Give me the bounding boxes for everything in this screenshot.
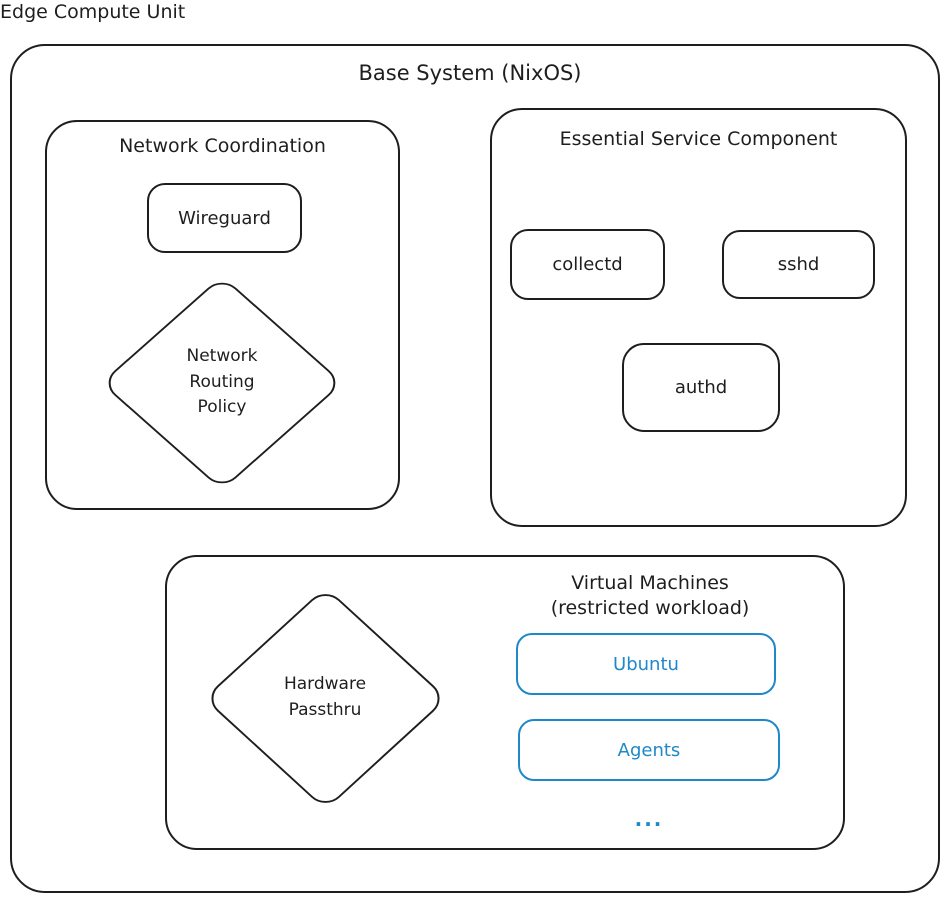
virtual-machines-box: [165, 555, 845, 850]
diagram-title: Edge Compute Unit: [0, 1, 186, 23]
ubuntu-vm-node: Ubuntu: [516, 633, 776, 695]
sshd-label: sshd: [777, 254, 820, 275]
base-system-box: [10, 44, 940, 893]
network-coordination-box: [45, 120, 400, 510]
collectd-node: collectd: [510, 229, 665, 300]
authd-label: authd: [674, 377, 728, 398]
authd-node: authd: [622, 343, 780, 432]
essential-services-label: Essential Service Component: [559, 128, 838, 150]
virtual-machines-label: Virtual Machines (restricted workload): [550, 572, 750, 620]
network-coordination-label: Network Coordination: [119, 135, 326, 157]
base-system-label: Base System (NixOS): [358, 61, 582, 85]
wireguard-node: Wireguard: [147, 183, 302, 253]
essential-services-box: [490, 108, 907, 527]
wireguard-label: Wireguard: [178, 207, 271, 229]
agents-vm-node: Agents: [518, 719, 780, 781]
agents-vm-label: Agents: [617, 739, 681, 761]
collectd-label: collectd: [552, 254, 623, 275]
ubuntu-vm-label: Ubuntu: [613, 653, 679, 675]
sshd-node: sshd: [722, 230, 875, 299]
hardware-passthru-label: Hardware Passthru: [283, 674, 367, 720]
more-vms-ellipsis: ...: [634, 807, 664, 831]
network-routing-policy-label: Network Routing Policy: [186, 346, 258, 417]
